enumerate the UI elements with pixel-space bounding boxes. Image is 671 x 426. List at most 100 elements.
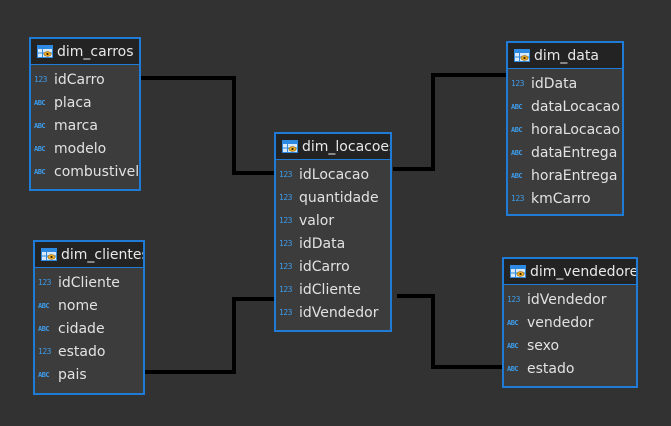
numeric-type-icon: 123 bbox=[279, 216, 292, 225]
column-row[interactable]: ABC horaEntrega bbox=[508, 164, 622, 187]
text-type-icon: ABC bbox=[34, 167, 46, 176]
column-name: cidade bbox=[58, 320, 105, 337]
column-row[interactable]: ABC pais bbox=[35, 363, 143, 386]
relation-dim_carros-dim_locacoes[interactable] bbox=[140, 76, 276, 175]
column-row[interactable]: 123 idCliente bbox=[276, 278, 390, 301]
entity-header[interactable]: dim_data bbox=[508, 43, 622, 69]
text-type-icon: ABC bbox=[38, 324, 50, 333]
column-name: quantidade bbox=[299, 189, 379, 206]
numeric-type-icon: 123 bbox=[279, 285, 292, 294]
column-name: combustivel bbox=[54, 163, 140, 180]
column-row[interactable]: 123 idData bbox=[276, 232, 390, 255]
text-type-icon: ABC bbox=[507, 318, 519, 327]
relation-dim_locacoes-dim_data[interactable] bbox=[393, 73, 509, 171]
entity-header[interactable]: dim_vendedores bbox=[504, 259, 636, 285]
column-row[interactable]: ABC sexo bbox=[504, 334, 636, 357]
column-name: vendedor bbox=[527, 314, 594, 331]
column-row[interactable]: ABC cidade bbox=[35, 317, 143, 340]
text-type-icon: ABC bbox=[511, 148, 523, 157]
column-name: idData bbox=[299, 235, 346, 252]
column-name: idVendedor bbox=[527, 291, 607, 308]
column-row[interactable]: ABC modelo bbox=[31, 137, 139, 160]
entity-title: dim_clientes bbox=[61, 246, 145, 263]
table-icon bbox=[510, 265, 526, 278]
entity-header[interactable]: dim_clientes bbox=[35, 242, 143, 268]
relation-dim_locacoes-dim_vendedores[interactable] bbox=[397, 294, 504, 369]
column-name: estado bbox=[527, 360, 575, 377]
column-name: dataEntrega bbox=[531, 144, 618, 161]
text-type-icon: ABC bbox=[511, 102, 523, 111]
numeric-type-icon: 123 bbox=[511, 194, 524, 203]
column-name: idCliente bbox=[299, 281, 361, 298]
column-row[interactable]: 123 idCarro bbox=[31, 68, 139, 91]
table-icon bbox=[37, 45, 53, 58]
column-name: horaEntrega bbox=[531, 167, 618, 184]
column-name: modelo bbox=[54, 140, 107, 157]
numeric-type-icon: 123 bbox=[279, 193, 292, 202]
numeric-type-icon: 123 bbox=[279, 308, 292, 317]
column-name: nome bbox=[58, 297, 98, 314]
relation-dim_clientes-dim_locacoes[interactable] bbox=[144, 297, 276, 374]
text-type-icon: ABC bbox=[38, 370, 50, 379]
column-name: idCarro bbox=[299, 258, 350, 275]
column-row[interactable]: 123 idCliente bbox=[35, 271, 143, 294]
entity-header[interactable]: dim_carros bbox=[31, 39, 139, 65]
entity-title: dim_data bbox=[534, 47, 599, 64]
numeric-type-icon: 123 bbox=[38, 278, 51, 287]
column-row[interactable]: ABC estado bbox=[504, 357, 636, 380]
numeric-type-icon: 123 bbox=[279, 262, 292, 271]
column-name: idLocacao bbox=[299, 166, 370, 183]
entity-title: dim_carros bbox=[57, 43, 134, 60]
column-row[interactable]: ABC dataLocacao bbox=[508, 95, 622, 118]
column-name: idCarro bbox=[54, 71, 105, 88]
column-row[interactable]: 123 idVendedor bbox=[276, 301, 390, 324]
text-type-icon: ABC bbox=[511, 171, 523, 180]
column-name: placa bbox=[54, 94, 92, 111]
numeric-type-icon: 123 bbox=[38, 347, 51, 356]
entity-title: dim_locacoes bbox=[302, 138, 392, 155]
column-row[interactable]: 123 idVendedor bbox=[504, 288, 636, 311]
numeric-type-icon: 123 bbox=[34, 75, 47, 84]
text-type-icon: ABC bbox=[34, 121, 46, 130]
text-type-icon: ABC bbox=[507, 341, 519, 350]
column-name: idCliente bbox=[58, 274, 120, 291]
column-name: pais bbox=[58, 366, 87, 383]
column-row[interactable]: 123 valor bbox=[276, 209, 390, 232]
entity-title: dim_vendedores bbox=[530, 263, 638, 280]
numeric-type-icon: 123 bbox=[279, 239, 292, 248]
text-type-icon: ABC bbox=[34, 144, 46, 153]
column-name: dataLocacao bbox=[531, 98, 620, 115]
text-type-icon: ABC bbox=[507, 364, 519, 373]
column-name: valor bbox=[299, 212, 335, 229]
column-row[interactable]: ABC dataEntrega bbox=[508, 141, 622, 164]
column-name: idData bbox=[531, 75, 578, 92]
column-name: idVendedor bbox=[299, 304, 379, 321]
column-name: sexo bbox=[527, 337, 560, 354]
numeric-type-icon: 123 bbox=[507, 295, 520, 304]
table-icon bbox=[41, 248, 57, 261]
column-row[interactable]: ABC vendedor bbox=[504, 311, 636, 334]
entity-header[interactable]: dim_locacoes bbox=[276, 134, 390, 160]
column-name: horaLocacao bbox=[531, 121, 621, 138]
column-row[interactable]: 123 quantidade bbox=[276, 186, 390, 209]
column-row[interactable]: ABC combustivel bbox=[31, 160, 139, 183]
column-row[interactable]: 123 idCarro bbox=[276, 255, 390, 278]
